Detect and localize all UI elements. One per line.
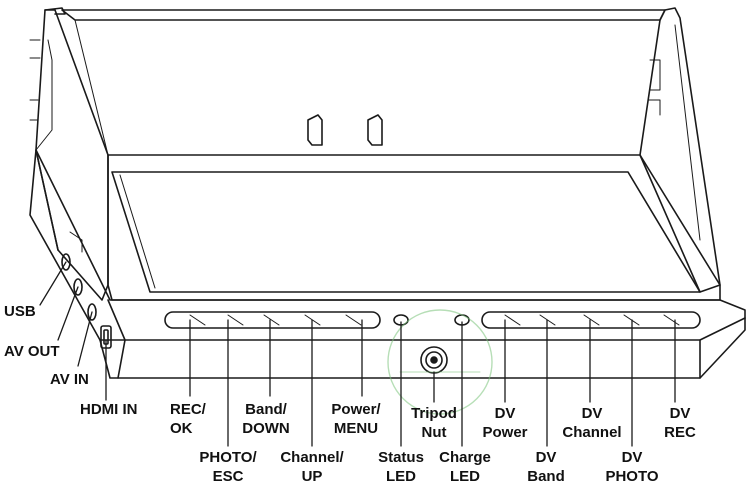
- label-power-menu: Power/MENU: [331, 401, 381, 437]
- sunhood-left: [29, 7, 109, 301]
- label-hdmi-in: HDMI IN: [80, 401, 138, 418]
- watermark-logo: [387, 309, 493, 415]
- label-photo-esc: PHOTO/ESC: [199, 449, 257, 485]
- sunhood-top: [61, 9, 666, 156]
- hood-clips: [307, 114, 383, 146]
- tripod-nut: [420, 346, 448, 374]
- leader-lines: [39, 261, 676, 447]
- monitor-body: [29, 149, 746, 379]
- label-channel-up: Channel/UP: [280, 449, 344, 485]
- side-ports: [61, 231, 112, 349]
- sunhood-right: [639, 7, 721, 293]
- button-bar-left: [164, 311, 381, 329]
- screen: [107, 154, 721, 301]
- label-av-in: AV IN: [50, 371, 89, 388]
- button-bar-right: [481, 311, 701, 329]
- label-av-out: AV OUT: [4, 343, 60, 360]
- label-rec-ok: REC/OK: [170, 401, 206, 437]
- label-band-down: Band/DOWN: [242, 401, 290, 437]
- label-usb: USB: [4, 303, 36, 320]
